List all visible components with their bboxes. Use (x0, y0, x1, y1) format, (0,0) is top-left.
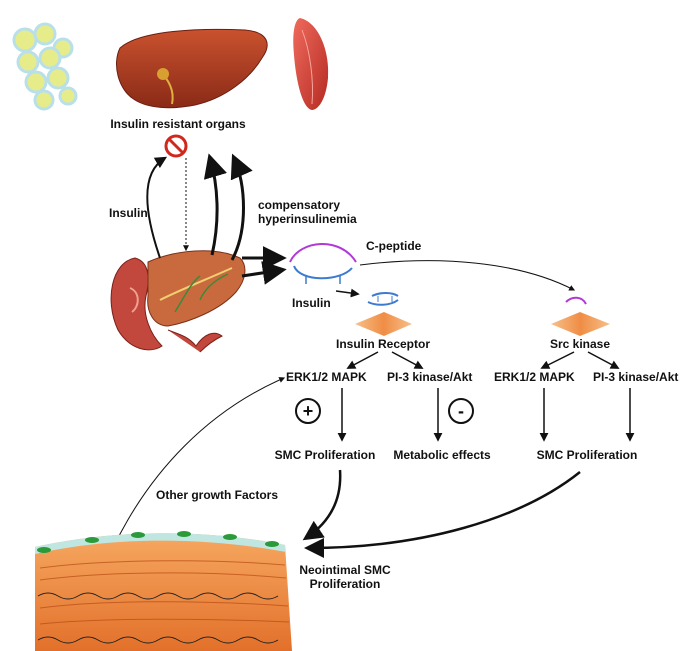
neointimal-label-line1: Neointimal SMC (299, 563, 391, 577)
src-kinase-icon (551, 296, 610, 336)
neointimal-label-line2: Proliferation (309, 577, 381, 591)
minus-sign-icon (448, 398, 474, 424)
minus-label: - (458, 401, 464, 421)
receptor-branch-arrows (337, 351, 635, 442)
cpeptide-label: C-peptide (366, 239, 422, 253)
plus-sign-icon (295, 398, 321, 424)
metabolic-label: Metabolic effects (393, 448, 491, 462)
compensatory-label-line2: hyperinsulinemia (258, 212, 357, 226)
pancreas-icon (110, 250, 246, 353)
proinsulin-icon (289, 243, 357, 284)
liver-icon (116, 28, 268, 109)
pi3-right-label: PI-3 kinase/Akt (593, 370, 679, 384)
insulin-molecule-icon (367, 292, 399, 306)
muscle-icon (293, 18, 329, 110)
insulin-label-left: Insulin (109, 206, 148, 220)
insulin-receptor-label: Insulin Receptor (335, 337, 431, 351)
fat-cells-icon (12, 22, 78, 111)
smc-left-label: SMC Proliferation (274, 448, 376, 462)
insulin-to-receptor-arrow (335, 288, 360, 298)
insulin-label-mid: Insulin (292, 296, 331, 310)
compensatory-label-line1: compensatory (258, 198, 341, 212)
insulin-receptor-icon (355, 312, 412, 336)
organs-label: Insulin resistant organs (110, 117, 246, 131)
insulin-arrows (146, 153, 287, 285)
vessel-wall-icon (35, 531, 292, 651)
src-kinase-label: Src kinase (549, 337, 611, 351)
smc-right-label: SMC Proliferation (536, 448, 638, 462)
erk-left-label: ERK1/2 MAPK (286, 370, 367, 384)
pi3-left-label: PI-3 kinase/Akt (387, 370, 473, 384)
plus-label: + (302, 401, 314, 421)
erk-right-label: ERK1/2 MAPK (494, 370, 575, 384)
proliferation-arrows (111, 377, 581, 558)
no-entry-icon (164, 134, 188, 158)
cpeptide-to-src-arrow (359, 260, 576, 291)
other-growth-label: Other growth Factors (156, 488, 279, 502)
